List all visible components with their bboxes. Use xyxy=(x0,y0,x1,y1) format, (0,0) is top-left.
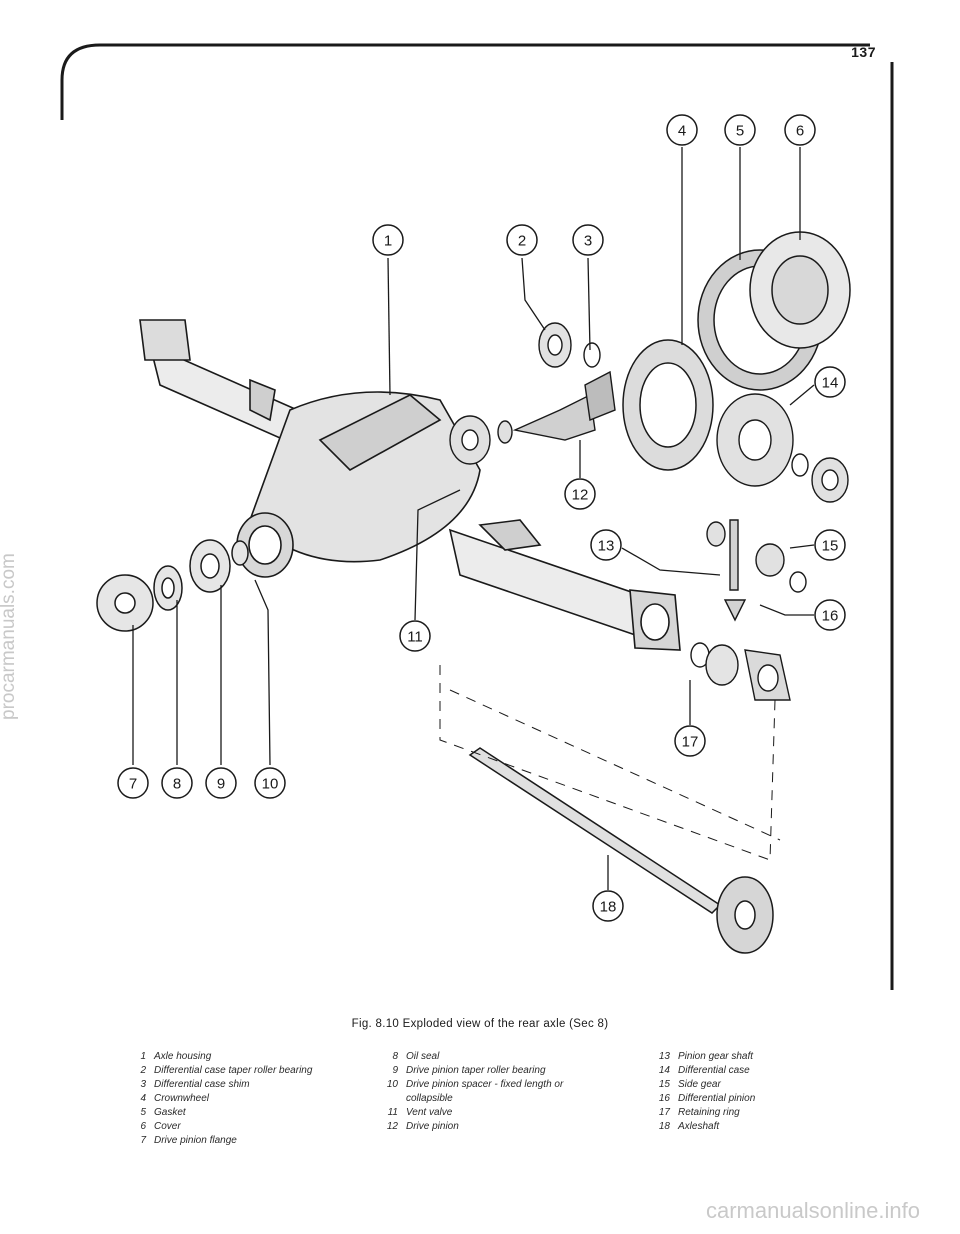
differential-case-drawing xyxy=(706,393,849,622)
figure-caption: Fig. 8.10 Exploded view of the rear axle… xyxy=(351,1018,609,1030)
axle-end-drawing xyxy=(690,642,791,701)
callout-16: 16 xyxy=(814,599,846,631)
callout-9: 9 xyxy=(205,767,237,799)
page-number: 137 xyxy=(851,44,876,60)
svg-text:1: 1 xyxy=(384,233,392,250)
axleshaft-drawing xyxy=(468,747,774,954)
callout-14: 14 xyxy=(814,366,846,398)
callout-12: 12 xyxy=(564,478,596,510)
dashed-guides xyxy=(439,665,781,861)
leader-lines xyxy=(132,147,815,890)
exploded-diagram: 1 2 3 4 5 6 7 8 9 10 11 12 13 14 15 16 1… xyxy=(60,43,894,990)
callout-13: 13 xyxy=(590,529,622,561)
callout-1: 1 xyxy=(372,224,404,256)
svg-text:5: 5 xyxy=(736,123,744,140)
callout-11: 11 xyxy=(399,620,431,652)
svg-text:18: 18 xyxy=(600,899,617,916)
svg-text:14: 14 xyxy=(822,375,839,392)
cover-gasket-drawing xyxy=(697,231,851,391)
page-frame xyxy=(60,43,894,990)
svg-text:7: 7 xyxy=(129,776,137,793)
drive-pinion-drawing xyxy=(449,370,616,465)
side-watermark: procarmanuals.com xyxy=(0,553,19,720)
svg-text:6: 6 xyxy=(796,123,804,140)
callout-3: 3 xyxy=(572,224,604,256)
callout-18: 18 xyxy=(592,890,624,922)
svg-text:10: 10 xyxy=(262,776,279,793)
diff-bearing-drawing xyxy=(538,322,601,368)
svg-text:4: 4 xyxy=(678,123,686,140)
callout-17: 17 xyxy=(674,725,706,757)
callout-4: 4 xyxy=(666,114,698,146)
callout-7: 7 xyxy=(117,767,149,799)
callout-10: 10 xyxy=(254,767,286,799)
svg-text:9: 9 xyxy=(217,776,225,793)
callout-6: 6 xyxy=(784,114,816,146)
svg-text:13: 13 xyxy=(598,538,615,555)
svg-text:16: 16 xyxy=(822,608,839,625)
callout-15: 15 xyxy=(814,529,846,561)
svg-text:8: 8 xyxy=(173,776,181,793)
callout-8: 8 xyxy=(161,767,193,799)
svg-text:11: 11 xyxy=(407,629,423,646)
axle-housing-drawing xyxy=(139,319,681,651)
svg-text:17: 17 xyxy=(682,734,699,751)
crownwheel-drawing xyxy=(622,339,714,471)
svg-text:3: 3 xyxy=(584,233,592,250)
callouts: 1 2 3 4 5 6 7 8 9 10 11 12 13 14 15 16 1… xyxy=(117,114,846,922)
svg-text:2: 2 xyxy=(518,233,526,250)
callout-5: 5 xyxy=(724,114,756,146)
pinion-flange-assembly xyxy=(96,539,249,632)
bottom-watermark: carmanualsonline.info xyxy=(705,1198,920,1223)
svg-text:12: 12 xyxy=(572,487,589,504)
svg-text:15: 15 xyxy=(822,538,839,555)
callout-2: 2 xyxy=(506,224,538,256)
legend-item-continuation: collapsible xyxy=(406,1093,453,1104)
